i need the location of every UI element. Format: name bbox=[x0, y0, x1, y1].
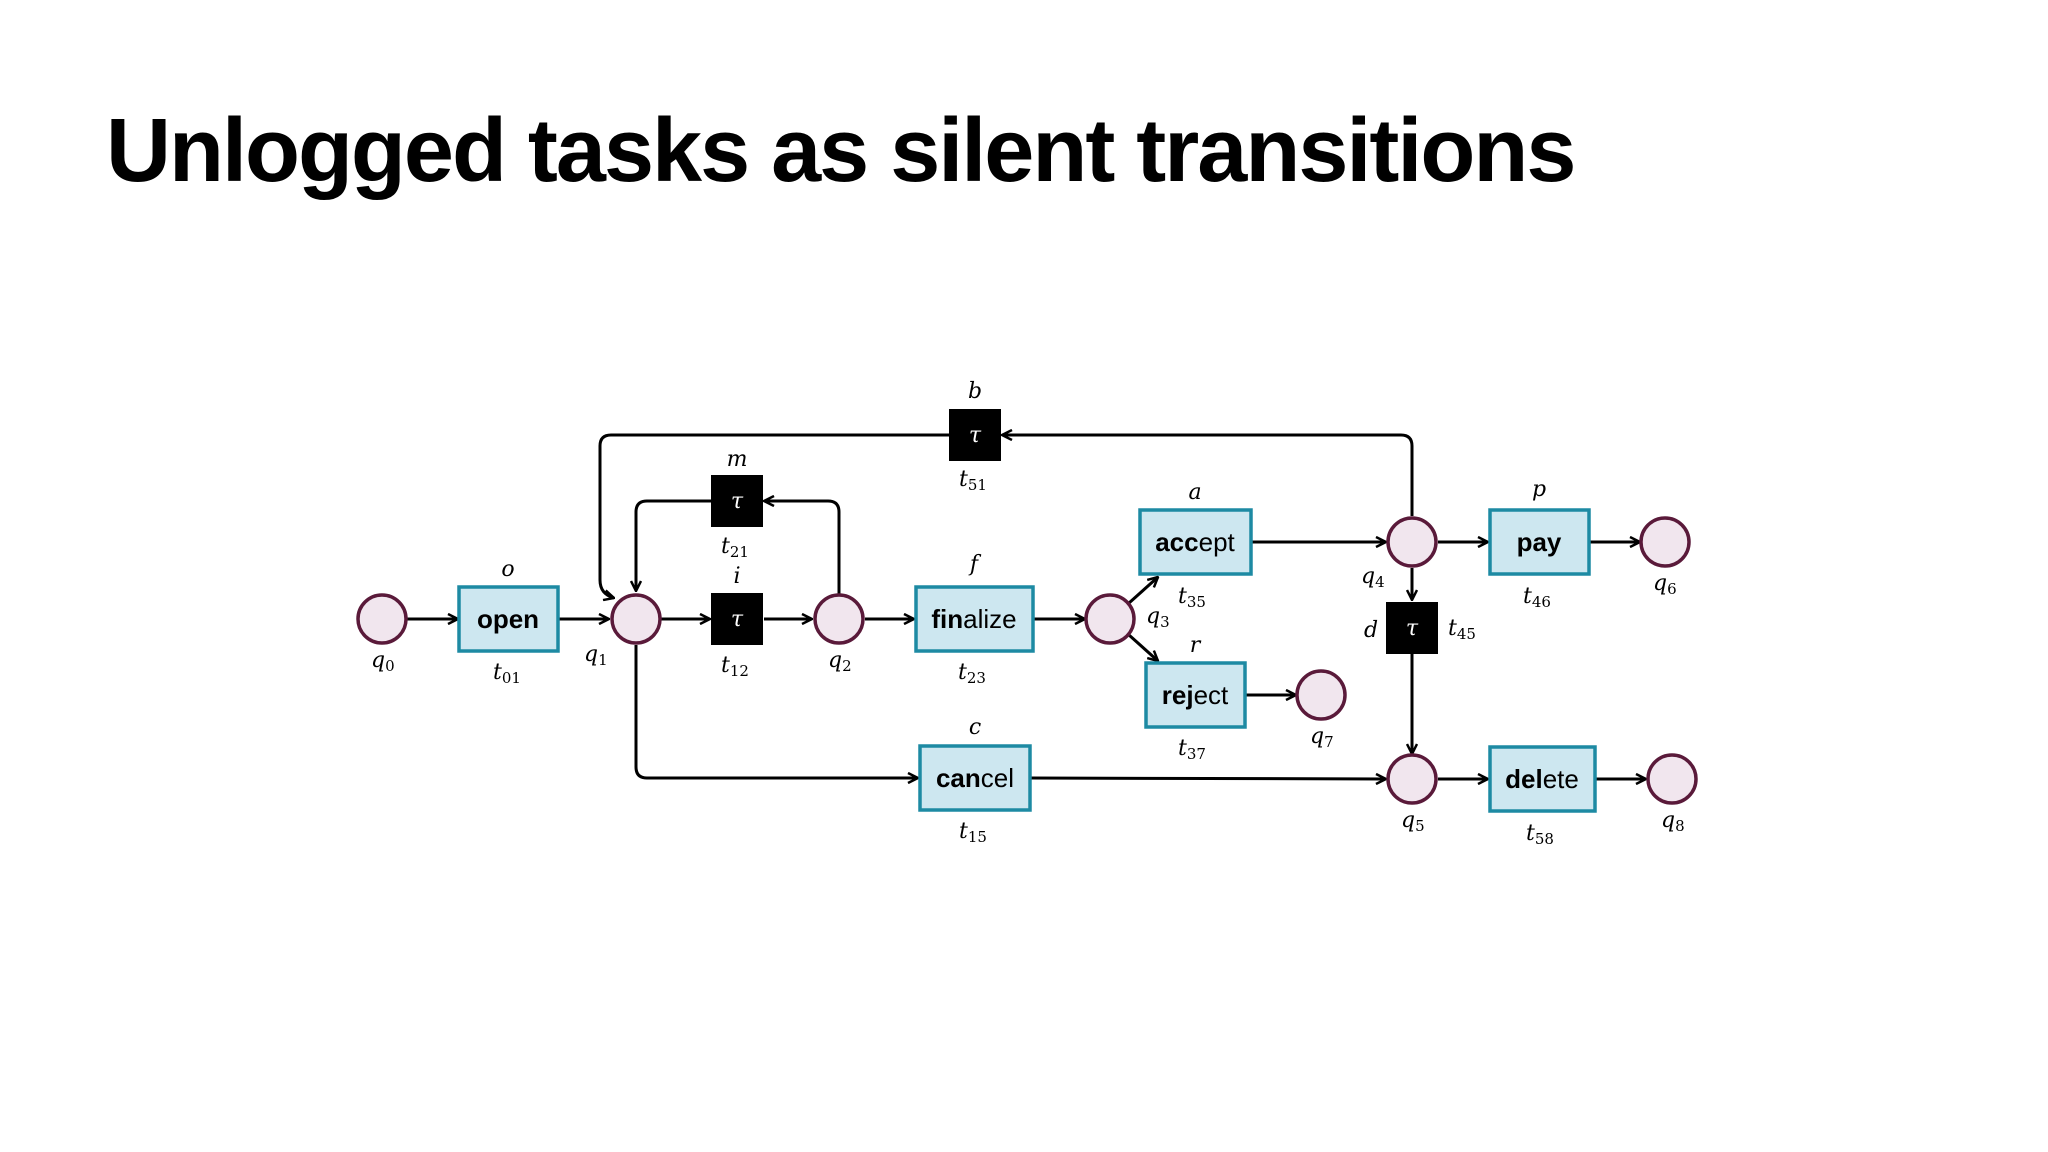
silent-transition-t45 bbox=[1386, 602, 1438, 654]
transition-finalize bbox=[914, 585, 1035, 653]
place-label-q3: q3 bbox=[1146, 604, 1170, 631]
arc-t21-q1 bbox=[636, 499, 711, 591]
transition-label-open: open bbox=[477, 604, 539, 634]
activity-letter-o: o bbox=[501, 557, 514, 582]
arc-cancel-q5 bbox=[1029, 778, 1386, 779]
place-label-q4: q4 bbox=[1361, 564, 1385, 591]
arc-q4-t51 bbox=[1002, 435, 1414, 516]
place-q7 bbox=[1295, 669, 1347, 721]
slide-title: Unlogged tasks as silent transitions bbox=[106, 101, 1576, 201]
tau-symbol-t51: τ bbox=[969, 423, 982, 448]
transition-label-cancel: cancel bbox=[936, 763, 1014, 793]
activity-letter-r: r bbox=[1190, 633, 1202, 658]
transitions: open o t01 finalize f t23 accept a t35 r… bbox=[457, 477, 1597, 848]
silent-transition-t51 bbox=[949, 409, 1001, 461]
arcs bbox=[407, 435, 1646, 779]
transition-delete bbox=[1488, 745, 1597, 813]
place-q3 bbox=[1084, 593, 1136, 645]
transition-name-t15: t15 bbox=[959, 819, 987, 846]
tau-symbol-t12: τ bbox=[731, 607, 744, 632]
activity-letter-d: d bbox=[1364, 618, 1378, 643]
silent-transition-t12 bbox=[711, 593, 763, 645]
transition-accept bbox=[1138, 508, 1253, 576]
transition-name-t37: t37 bbox=[1178, 736, 1206, 763]
place-q8 bbox=[1646, 753, 1698, 805]
arc-t51-q1 bbox=[598, 433, 949, 598]
transition-name-t21: t21 bbox=[721, 534, 749, 561]
transition-label-delete: delete bbox=[1505, 764, 1579, 794]
transition-name-t46: t46 bbox=[1523, 584, 1551, 611]
place-label-q8: q8 bbox=[1661, 808, 1685, 835]
place-label-q0: q0 bbox=[371, 648, 395, 675]
place-label-q1: q1 bbox=[584, 642, 608, 669]
place-label-q2: q2 bbox=[828, 648, 852, 675]
activity-letter-i: i bbox=[733, 564, 740, 589]
place-label-q6: q6 bbox=[1653, 571, 1677, 598]
activity-letter-b: b bbox=[968, 379, 982, 404]
tau-symbol-t45: τ bbox=[1406, 616, 1419, 641]
transition-cancel bbox=[918, 744, 1032, 812]
arc-q3-reject bbox=[1127, 633, 1158, 661]
arc-q3-accept bbox=[1127, 577, 1158, 605]
place-q0 bbox=[356, 593, 408, 645]
activity-letter-c: c bbox=[969, 715, 981, 740]
transition-label-reject: reject bbox=[1162, 680, 1229, 710]
silent-transitions: τ i t12 τ m t21 τ b t51 τ d t45 bbox=[711, 379, 1476, 680]
place-labels: q0 q1 q2 q3 q4 q5 q6 q7 q8 bbox=[371, 564, 1685, 835]
transition-name-t01: t01 bbox=[493, 660, 521, 687]
transition-reject bbox=[1144, 661, 1247, 729]
transition-label-finalize: finalize bbox=[931, 604, 1016, 634]
transition-open bbox=[457, 585, 560, 653]
transition-name-t58: t58 bbox=[1526, 821, 1554, 848]
place-q5 bbox=[1386, 753, 1438, 805]
activity-letter-m: m bbox=[727, 447, 748, 472]
place-q1 bbox=[610, 593, 662, 645]
places bbox=[356, 516, 1698, 805]
place-label-q5: q5 bbox=[1401, 808, 1425, 835]
arc-q2-t21 bbox=[764, 501, 841, 594]
silent-transition-t21 bbox=[711, 475, 763, 527]
transition-name-t51: t51 bbox=[959, 467, 987, 494]
place-q4 bbox=[1386, 516, 1438, 568]
transition-pay bbox=[1488, 508, 1591, 576]
transition-name-t45: t45 bbox=[1448, 616, 1476, 643]
transition-label-pay: pay bbox=[1517, 527, 1562, 557]
transition-name-t23: t23 bbox=[958, 660, 986, 687]
arc-q1-cancel bbox=[634, 645, 918, 778]
place-q2 bbox=[813, 593, 865, 645]
place-q6 bbox=[1639, 516, 1691, 568]
transition-name-t12: t12 bbox=[721, 653, 749, 680]
transition-name-t35: t35 bbox=[1178, 584, 1206, 611]
tau-symbol-t21: τ bbox=[731, 489, 744, 514]
transition-label-accept: accept bbox=[1155, 527, 1235, 557]
activity-letter-a: a bbox=[1188, 480, 1201, 505]
place-label-q7: q7 bbox=[1310, 724, 1334, 751]
activity-letter-p: p bbox=[1532, 477, 1546, 502]
activity-letter-f: f bbox=[968, 552, 982, 577]
